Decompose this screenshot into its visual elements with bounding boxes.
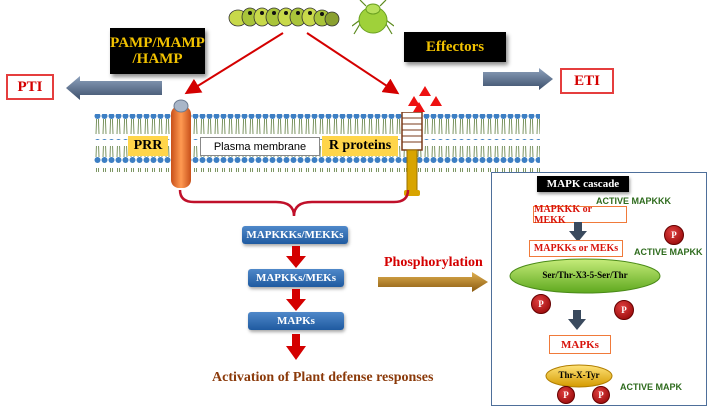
prr-receptor bbox=[171, 99, 191, 188]
panel-title: MAPK cascade bbox=[537, 176, 629, 192]
plasma-membrane-label: Plasma membrane bbox=[200, 137, 320, 156]
eti-box: ETI bbox=[560, 68, 614, 94]
r-protein bbox=[401, 112, 423, 196]
motif1-ellipse bbox=[509, 258, 661, 294]
mapkkk-box: MAPKKK or MEKK bbox=[533, 204, 627, 226]
prr-label: PRR bbox=[128, 136, 168, 156]
cascade-mapkks: MAPKKs/MEKs bbox=[248, 269, 344, 287]
phosphate-motif1-right: P bbox=[614, 300, 634, 320]
convergence-bracket bbox=[178, 190, 410, 217]
phosphate-motif2-right: P bbox=[592, 386, 610, 404]
motif1-label: Ser/Thr-X3-5-Ser/Thr bbox=[542, 270, 628, 280]
aphid-icon bbox=[352, 0, 394, 35]
motif2-ellipse bbox=[545, 364, 613, 388]
cascade-mapks: MAPKs bbox=[248, 312, 344, 330]
phosphate-mapkkk: P bbox=[664, 225, 684, 245]
motif2-label: Thr-X-Tyr bbox=[558, 370, 600, 380]
cascade-down-arrows bbox=[286, 246, 306, 360]
caterpillar-icon bbox=[228, 7, 340, 27]
phosphorylation-label: Phosphorylation bbox=[384, 255, 483, 270]
mapkks-box: MAPKKs or MEKs bbox=[529, 240, 623, 257]
effector-triangles bbox=[408, 86, 442, 112]
signal-arrows bbox=[184, 32, 400, 95]
active-mapkkk-label: ACTIVE MAPKKK bbox=[596, 196, 672, 206]
pamp-label-box: PAMP/MAMP /HAMP bbox=[110, 28, 205, 74]
phosphate-motif1-left: P bbox=[531, 294, 551, 314]
phosphate-motif2-left: P bbox=[557, 386, 575, 404]
active-mapkk-label: ACTIVE MAPKK bbox=[634, 247, 703, 257]
phosphorylation-arrow bbox=[378, 272, 488, 292]
panel-arrow-2 bbox=[568, 310, 586, 330]
effectors-label-box: Effectors bbox=[404, 32, 506, 62]
mapks-box: MAPKs bbox=[549, 335, 611, 354]
panel-arrow-1 bbox=[569, 222, 587, 242]
pti-arrow bbox=[66, 76, 162, 100]
pti-box: PTI bbox=[6, 74, 54, 100]
outcome-label: Activation of Plant defense responses bbox=[212, 370, 434, 385]
active-mapk-label: ACTIVE MAPK bbox=[620, 382, 683, 392]
r-proteins-label: R proteins bbox=[322, 136, 398, 156]
eti-arrow bbox=[483, 68, 553, 90]
cascade-mapkkks: MAPKKKs/MEKKs bbox=[242, 226, 348, 244]
